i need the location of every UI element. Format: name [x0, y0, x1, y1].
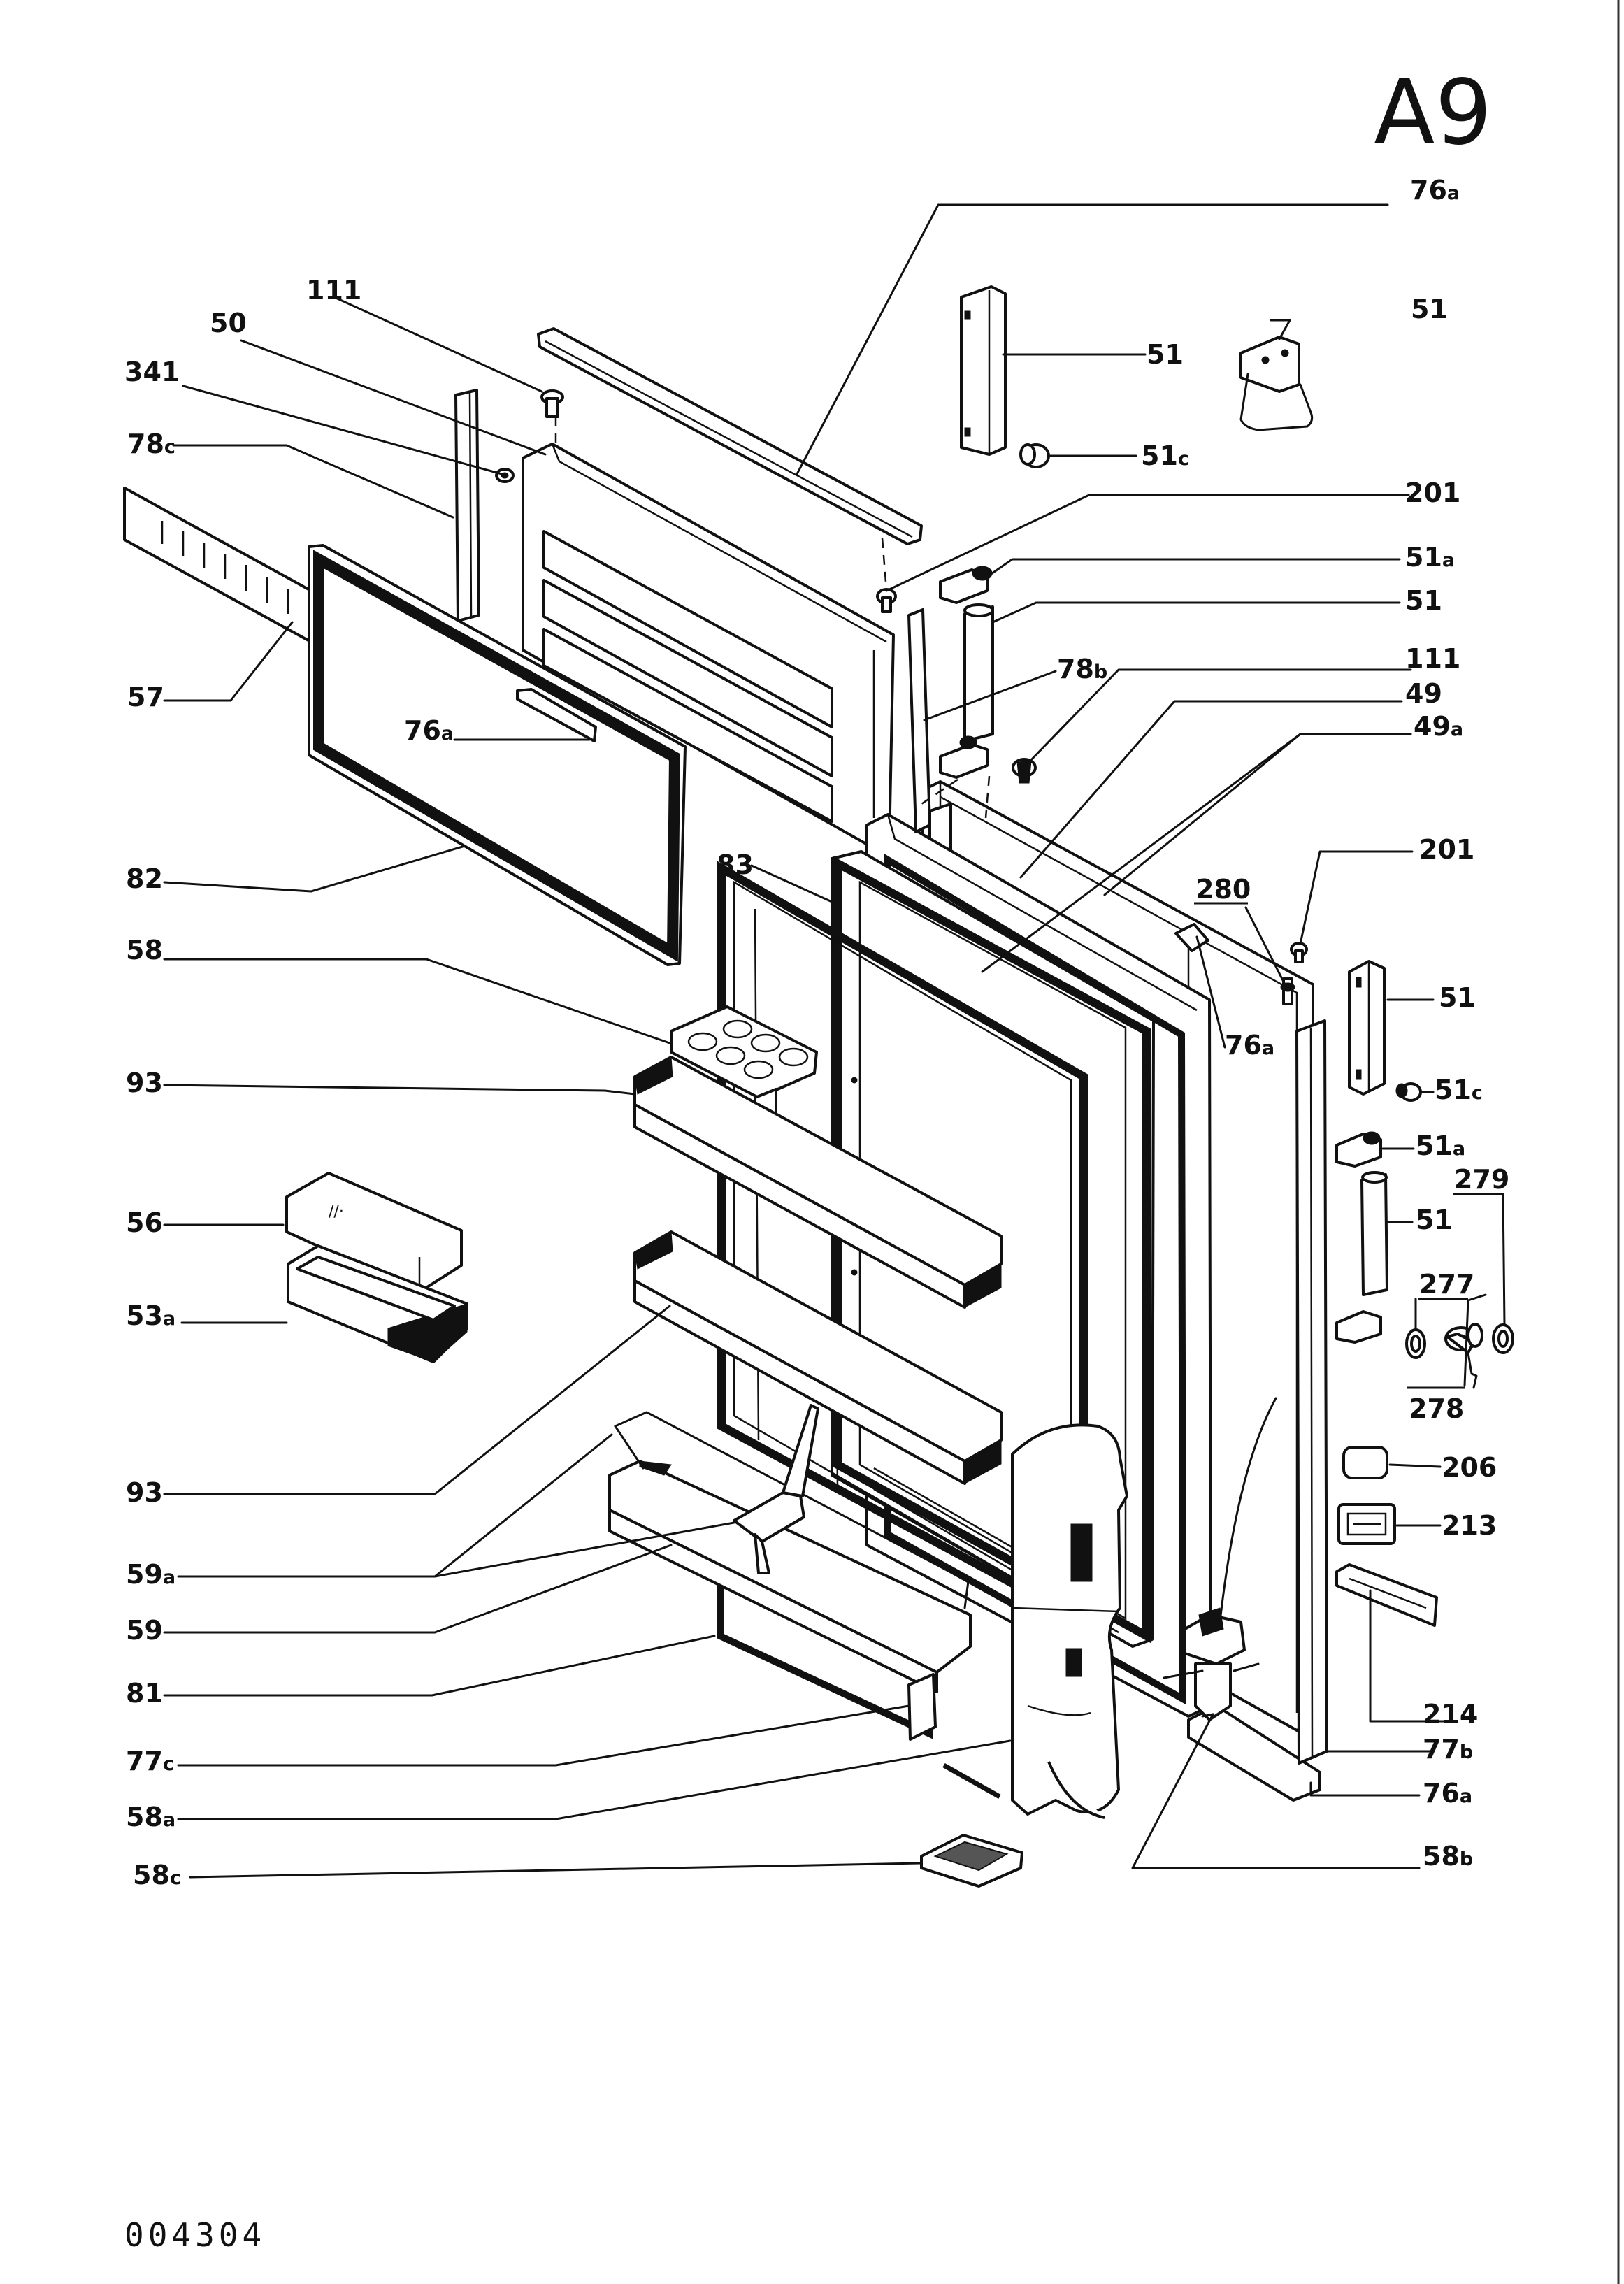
svg-text://·: //· — [329, 1203, 344, 1221]
callout-label: 59a — [126, 1559, 175, 1590]
callout-label: 206 — [1442, 1452, 1497, 1483]
sheet-id: A9 — [1374, 61, 1492, 165]
callout-label: 57 — [127, 682, 164, 712]
callout-label: 53a — [126, 1300, 175, 1331]
callout-label: 51 — [1147, 339, 1184, 370]
callout-label: 213 — [1442, 1510, 1497, 1541]
callout-label: 111 — [306, 275, 361, 306]
part-door-shelf-93-lower — [633, 1230, 1003, 1485]
callout-label: 82 — [126, 863, 163, 894]
callout-label: 51a — [1416, 1130, 1465, 1161]
callout-label: 76a — [1225, 1030, 1274, 1061]
part-screw-201-right — [1290, 942, 1308, 963]
part-butter-box-53a — [287, 1244, 468, 1363]
callout-label: 201 — [1419, 834, 1474, 865]
callout-label: 51a — [1405, 542, 1455, 573]
part-rivet-78c — [495, 468, 515, 483]
part-tap-58b — [1163, 1397, 1277, 1721]
callout-label: 49 — [1405, 678, 1442, 709]
part-vertical-strip-341 — [454, 389, 480, 622]
callout-label: 77c — [126, 1746, 174, 1776]
part-bottom-strip — [942, 1762, 1001, 1800]
callout-label: 56 — [126, 1207, 163, 1238]
part-hinge-assembly-upper — [939, 566, 1037, 784]
part-pocket-77c — [907, 1673, 937, 1741]
callout-label: 58c — [133, 1860, 181, 1890]
part-top-trim-strip — [537, 327, 923, 545]
part-handle-214 — [1335, 1563, 1438, 1627]
drawing-code: 004304 — [124, 2216, 266, 2254]
label-underlines — [1194, 902, 1503, 1389]
callout-label: 280 — [1195, 874, 1251, 905]
part-vertical-trim-77b — [1295, 1019, 1328, 1765]
part-drawings: //· — [123, 285, 1514, 1888]
callout-label: 51 — [1405, 585, 1442, 616]
part-bottle-shelf-59 — [608, 1411, 972, 1693]
assembly-dash-lines — [554, 416, 991, 819]
callout-labels: 76a 111 50 341 78c 57 76a 82 83 58 93 56… — [124, 175, 1509, 1890]
part-panel-strip-57 — [123, 487, 347, 662]
callout-label: 51 — [1439, 982, 1476, 1013]
callout-label: 214 — [1423, 1699, 1478, 1730]
callout-label: 111 — [1405, 643, 1460, 674]
callout-label: 83 — [717, 849, 754, 880]
callout-label: 277 — [1419, 1269, 1474, 1300]
callout-label: 51c — [1141, 440, 1189, 471]
part-bottle-clip-59a — [733, 1404, 819, 1574]
part-badge-213 — [1337, 1503, 1396, 1545]
callout-label: 81 — [126, 1678, 163, 1709]
part-flap-gasket-82 — [308, 544, 687, 966]
part-screw-51c-right — [1395, 1082, 1422, 1102]
part-door-shelf-93-upper — [633, 1056, 1003, 1309]
callout-label: 59 — [126, 1615, 163, 1646]
callout-label: 77b — [1423, 1734, 1473, 1765]
callout-label: 51c — [1435, 1075, 1483, 1105]
part-lock-set — [1405, 1323, 1514, 1389]
callout-label: 58b — [1423, 1841, 1473, 1872]
callout-label: 201 — [1405, 477, 1460, 508]
callout-label: 51 — [1411, 294, 1448, 324]
part-clip-76a — [1174, 923, 1209, 952]
part-drip-tray-58c — [920, 1834, 1023, 1888]
callout-label: 78c — [127, 429, 175, 459]
part-hinge-plate-51 — [1239, 336, 1314, 431]
callout-label: 93 — [126, 1477, 163, 1508]
part-dispenser-housing-58a — [1011, 1423, 1128, 1819]
callout-label: 51 — [1416, 1205, 1453, 1235]
part-freezer-panel-50 — [522, 443, 895, 854]
part-hinge-51-top — [960, 285, 1007, 456]
callout-label: 279 — [1454, 1164, 1509, 1195]
callout-label: 50 — [210, 308, 247, 338]
callout-label: 58 — [126, 935, 163, 965]
part-hinge-assembly-right — [1335, 1131, 1388, 1344]
callout-label: 341 — [124, 357, 180, 387]
callout-label: 58a — [126, 1802, 175, 1832]
part-strip-76a-left — [516, 688, 597, 742]
part-badge-206 — [1342, 1446, 1388, 1479]
part-screw-111-top — [540, 389, 564, 418]
callout-label: 278 — [1409, 1393, 1464, 1424]
callout-label: 76a — [1410, 175, 1460, 206]
part-strip-78b — [907, 608, 931, 833]
callout-label: 76a — [404, 715, 454, 746]
part-screw-201-upper — [876, 588, 897, 613]
callout-label: 76a — [1423, 1778, 1472, 1809]
callout-label: 78b — [1057, 654, 1107, 684]
part-hinge-51-right — [1348, 960, 1386, 1096]
part-screw-51c-top — [1019, 443, 1050, 468]
callout-label: 49a — [1414, 711, 1463, 742]
callout-label: 93 — [126, 1068, 163, 1098]
